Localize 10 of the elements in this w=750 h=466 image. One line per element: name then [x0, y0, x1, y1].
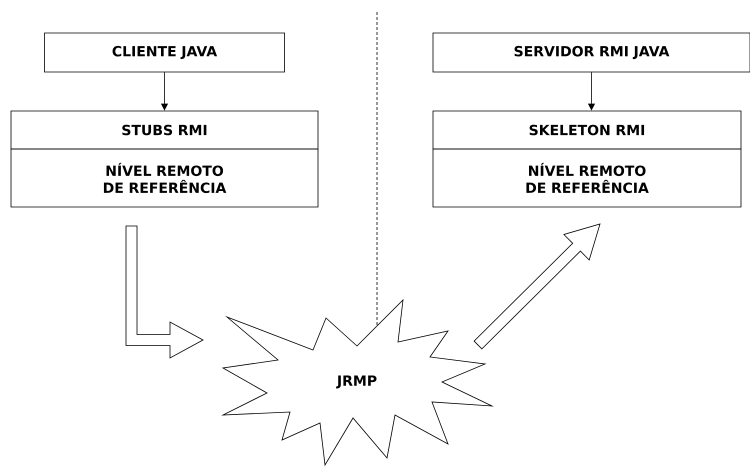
- block-arrow: [126, 226, 204, 359]
- layer-box: SKELETON RMI: [432, 110, 742, 150]
- starburst: JRMP: [221, 298, 494, 466]
- layer-box: NÍVEL REMOTO DE REFERÊNCIA: [10, 148, 318, 208]
- block-arrow: [474, 223, 601, 350]
- node-label: JRMP: [336, 375, 377, 388]
- component-box: CLIENTE JAVA: [44, 32, 285, 72]
- component-box: SERVIDOR RMI JAVA: [432, 32, 750, 72]
- layer-box: STUBS RMI: [10, 110, 318, 150]
- layer-box: NÍVEL REMOTO DE REFERÊNCIA: [432, 148, 742, 208]
